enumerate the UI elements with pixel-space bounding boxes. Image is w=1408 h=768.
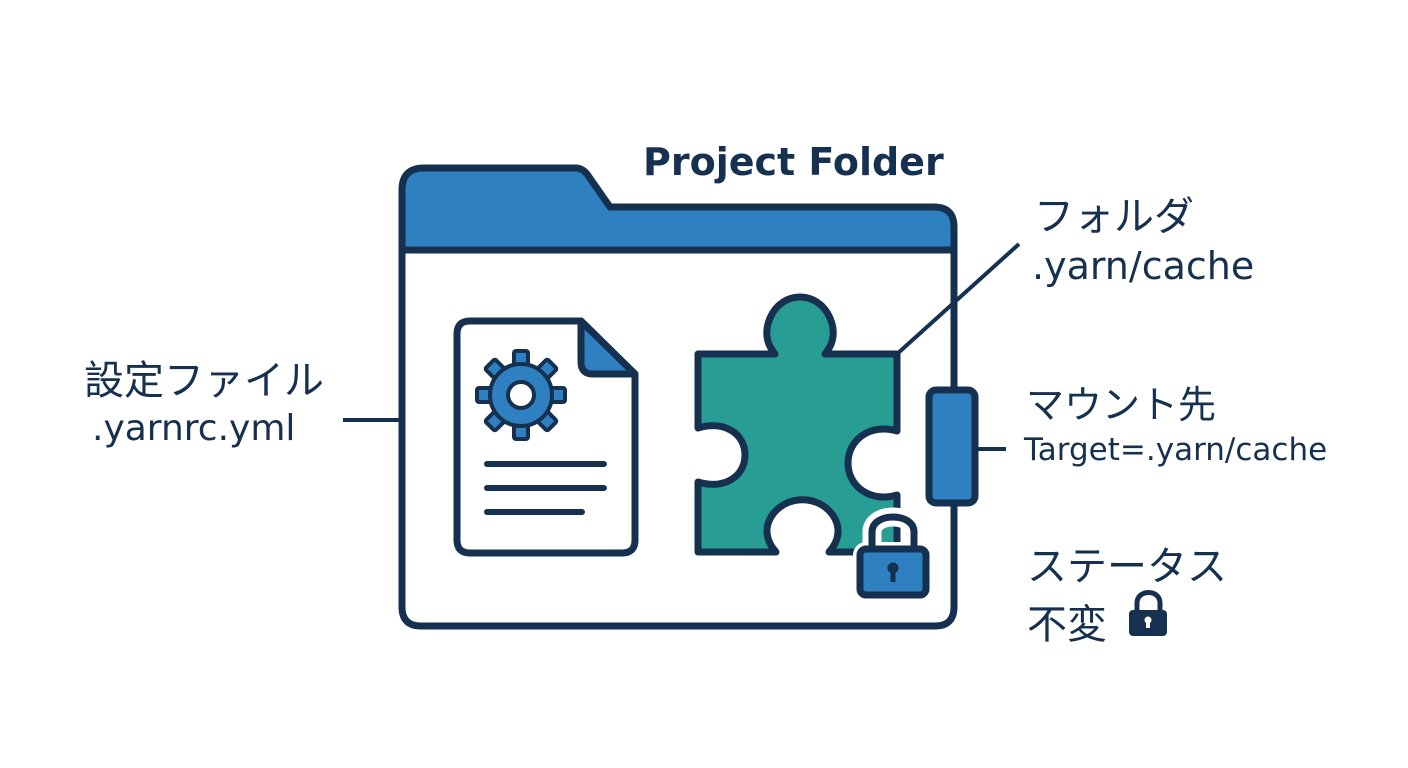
mount-target: Target=.yarn/cache: [1024, 432, 1328, 468]
gear-icon: [475, 349, 567, 441]
mount-connector-icon: [925, 386, 979, 507]
cache-folder-label: フォルダ: [1034, 194, 1194, 240]
cache-folder-path: .yarn/cache: [1032, 244, 1255, 288]
status-lock-icon: [1129, 590, 1167, 636]
config-file-label: 設定ファイル: [84, 358, 324, 404]
config-file-name: .yarnrc.yml: [92, 408, 296, 449]
status-value: 不変: [1027, 602, 1107, 648]
folder-title: Project Folder: [643, 140, 944, 184]
lock-icon: [853, 507, 933, 603]
status-label: ステータス: [1027, 544, 1227, 590]
mount-label: マウント先: [1026, 383, 1217, 427]
document-icon: [453, 317, 639, 557]
cache-connector-line: [895, 242, 1021, 356]
